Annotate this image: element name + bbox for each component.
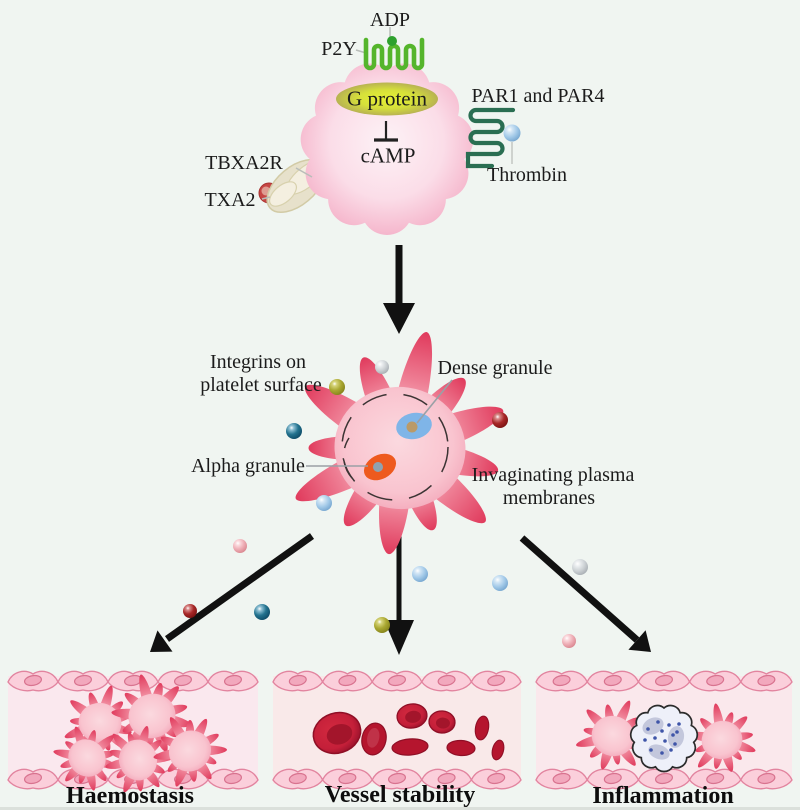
granule-sphere-darkred bbox=[183, 604, 197, 618]
alpha-granule-label: Alpha granule bbox=[191, 455, 305, 477]
inflammation-arrow bbox=[519, 535, 651, 652]
resting-platelet-cell bbox=[258, 27, 521, 235]
g-protein-label: G protein bbox=[347, 86, 427, 111]
granule-sphere-lightblue bbox=[492, 575, 508, 591]
granule-sphere-teal bbox=[286, 423, 302, 439]
outcome-label-vessel-stability: Vessel stability bbox=[324, 782, 476, 808]
aggregated-platelet bbox=[105, 726, 175, 793]
vessel-panel-inflammation bbox=[535, 670, 793, 790]
endothelium-row-bottom bbox=[272, 768, 522, 790]
integrins-label-line2: platelet surface bbox=[200, 374, 322, 396]
granule-sphere-pink bbox=[233, 539, 247, 553]
txa2-label: TXA2 bbox=[204, 189, 256, 211]
leukocyte-granules bbox=[643, 720, 681, 755]
camp-label: cAMP bbox=[360, 143, 416, 168]
adp-label: ADP bbox=[369, 9, 411, 31]
granule-sphere-lightblue bbox=[316, 495, 332, 511]
vessel-panel-stability bbox=[272, 670, 522, 790]
invaginating-label-line1: Invaginating plasma bbox=[471, 464, 635, 486]
granule-sphere-olive bbox=[329, 379, 345, 395]
invaginating-membrane-dashes bbox=[341, 393, 449, 501]
outcome-label-inflammation: Inflammation bbox=[592, 783, 734, 809]
granule-sphere-silver bbox=[572, 559, 588, 575]
par-label: PAR1 and PAR4 bbox=[471, 85, 605, 107]
inflammation-platelet bbox=[576, 700, 649, 770]
aggregated-platelet bbox=[53, 726, 118, 791]
par-receptor-icon bbox=[465, 107, 521, 169]
red-blood-cells bbox=[312, 703, 505, 761]
vessel-stability-arrow bbox=[384, 535, 414, 655]
invaginating-membrane-arc bbox=[342, 437, 353, 479]
granule-sphere-teal bbox=[254, 604, 270, 620]
endothelium-row-top bbox=[7, 670, 259, 692]
platelet-aggregate bbox=[53, 674, 227, 793]
adp-molecule-icon bbox=[387, 36, 397, 46]
granule-sphere-silver bbox=[375, 360, 389, 374]
p2y-receptor-icon bbox=[355, 27, 425, 71]
granule-sphere-lightblue bbox=[412, 566, 428, 582]
inflammation-platelet bbox=[687, 703, 756, 772]
endothelium-row-bottom bbox=[535, 768, 793, 790]
vessel-panel-haemostasis bbox=[7, 670, 259, 793]
p2y-label: P2Y bbox=[321, 38, 357, 60]
alpha-granule-icon bbox=[363, 453, 397, 481]
secreted-granules bbox=[183, 360, 588, 648]
activated-platelet-body bbox=[295, 332, 504, 555]
dense-granule-label: Dense granule bbox=[437, 357, 553, 379]
endothelium-row-top bbox=[535, 670, 793, 692]
leukocyte-icon bbox=[629, 704, 699, 773]
granule-sphere-pink bbox=[562, 634, 576, 648]
txa2-connector bbox=[261, 196, 271, 200]
tbxa2r-label: TBXA2R bbox=[205, 152, 283, 174]
thrombin-label: Thrombin bbox=[487, 164, 567, 186]
inhibition-tbar-icon bbox=[374, 121, 398, 142]
granule-sphere-darkred bbox=[492, 412, 508, 428]
granule-sphere-olive bbox=[374, 617, 390, 633]
outcome-label-haemostasis: Haemostasis bbox=[66, 783, 194, 809]
activated-platelet bbox=[295, 332, 504, 555]
endothelium-row-top bbox=[272, 670, 522, 692]
integrins-label-line1: Integrins on bbox=[209, 351, 307, 373]
bottom-edge bbox=[0, 807, 800, 810]
aggregated-platelet bbox=[111, 674, 192, 752]
dense-granule-connector bbox=[416, 379, 453, 424]
g-protein-ellipse bbox=[336, 82, 438, 116]
haemostasis-arrow bbox=[150, 533, 315, 652]
activation-arrow bbox=[383, 245, 415, 334]
aggregated-platelet bbox=[153, 717, 227, 787]
thrombin-molecule-icon bbox=[503, 124, 521, 142]
dense-granule-icon bbox=[396, 412, 432, 440]
tbxa2r-connector bbox=[295, 167, 313, 178]
invaginating-label-line2: membranes bbox=[502, 487, 596, 509]
